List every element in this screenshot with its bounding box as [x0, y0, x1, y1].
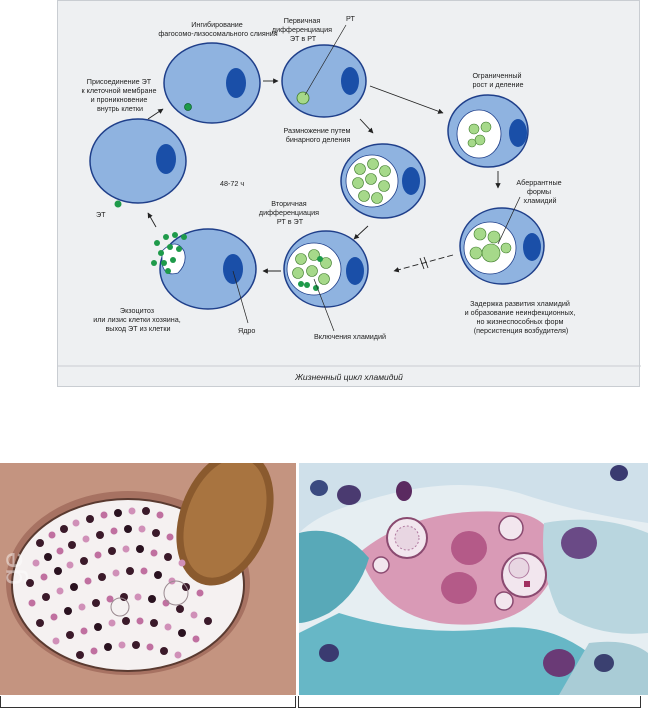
- label-aberrant: Аберрантные формы хламидий: [516, 178, 563, 205]
- diagram-caption: Жизненный цикл хламидий: [294, 372, 403, 382]
- label-secondary-differentiation: Вторичная дифференциация РТ в ЭТ: [259, 199, 321, 226]
- cell-secondary-differentiation: [283, 230, 369, 332]
- label-exocytosis: Экзоцитоз или лизис клетки хозяина, выхо…: [93, 306, 183, 333]
- cell-exocytosis: [151, 228, 257, 324]
- cell-aberrant: [459, 196, 545, 285]
- cell-binary-division: [340, 143, 426, 219]
- cell-inhibition: [163, 42, 261, 124]
- electron-micrograph-inclusion: ge: [0, 463, 296, 695]
- label-delay: Задержка развития хламидий и образование…: [465, 299, 578, 335]
- arrow-2: [369, 85, 444, 114]
- label-attachment: Присоединение ЭТ к клеточной мембране и …: [82, 77, 159, 113]
- arrow-5: [353, 225, 369, 240]
- micrograph-left-svg: ge: [0, 463, 296, 695]
- label-limited-growth: Ограниченный рост и деление: [472, 71, 523, 89]
- nuclei: [310, 465, 628, 677]
- cell-attachment: [89, 118, 187, 208]
- label-nucleus: Ядро: [238, 326, 255, 335]
- lifecycle-svg: Ингибирование фагосомо-лизосомального сл…: [58, 14, 641, 382]
- arrow-7: [147, 212, 157, 228]
- watermark-text: ge: [0, 552, 29, 585]
- label-inclusions: Включения хламидий: [314, 332, 386, 341]
- light-micrograph-inclusion: [299, 463, 648, 695]
- cell-primary-differentiation: [281, 24, 367, 118]
- label-reproduction: Размножение путем бинарного деления: [283, 126, 352, 144]
- chlamydia-lifecycle-diagram: Ингибирование фагосомо-лизосомального сл…: [57, 0, 641, 387]
- caption-bar-left: [0, 696, 296, 708]
- arrow-8: [147, 108, 164, 120]
- label-inhibition: Ингибирование фагосомо-лизосомального сл…: [158, 20, 277, 38]
- inclusion-vacuoles: [372, 515, 547, 611]
- micrograph-right-svg: [299, 463, 648, 695]
- label-rt: РТ: [346, 14, 355, 23]
- inclusion-bodies: [26, 507, 212, 659]
- cell-limited-growth: [447, 94, 529, 168]
- label-primary-differentiation: Первичная дифференциация ЭТ в РТ: [272, 16, 334, 43]
- label-time: 48-72 ч: [220, 179, 244, 188]
- caption-bar-right: [298, 696, 641, 708]
- label-et: ЭТ: [96, 210, 106, 219]
- arrow-dashed: [393, 254, 454, 273]
- arrow-3: [359, 118, 374, 134]
